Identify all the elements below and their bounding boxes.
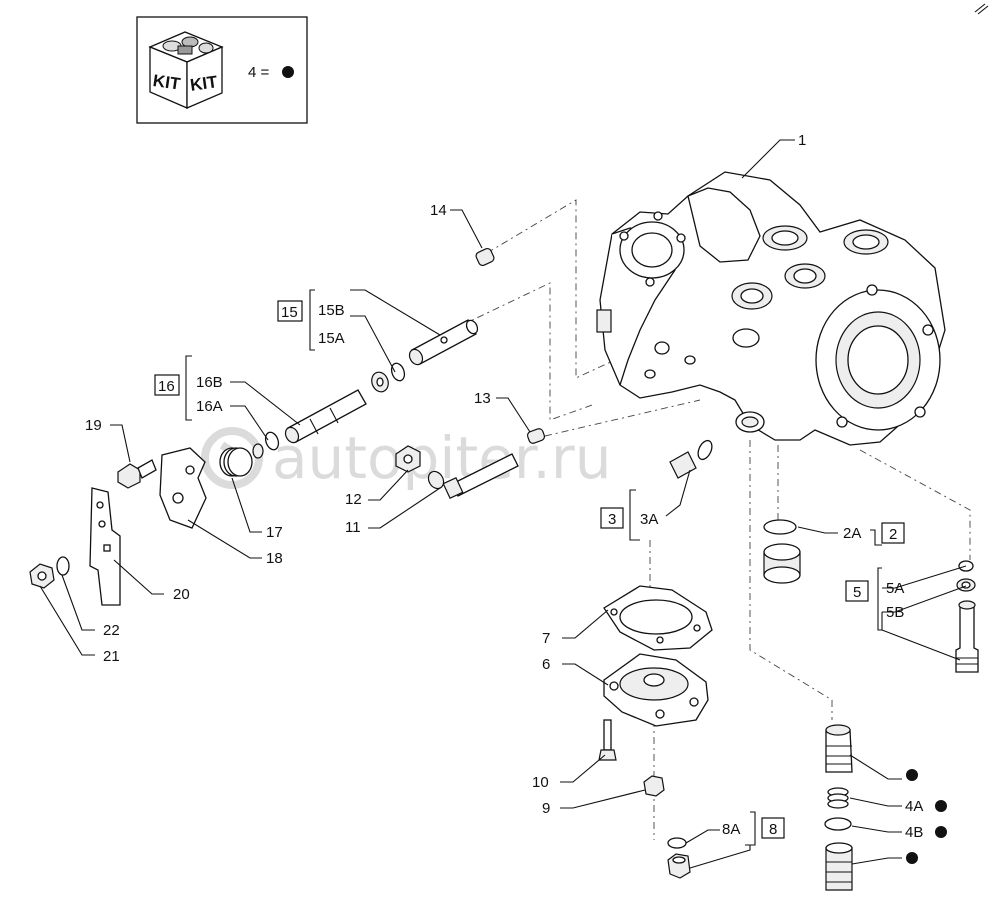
group-box-16 [154,374,180,396]
callout-20: 20 [173,586,190,603]
callout-4B: 4B [905,824,923,841]
group-box-5 [845,580,869,602]
callout-18: 18 [266,550,283,567]
part-21-nut [29,563,55,589]
part-5B-washer [956,578,976,592]
part-2A-oring [763,519,797,535]
callout-15A: 15A [318,330,345,347]
part-3A-plug [669,439,713,479]
part-11-shaft [427,453,519,500]
part-4-valve-insert [825,724,853,773]
part-15A-oring [371,362,406,393]
group-brackets [185,289,882,846]
part-8-plug [667,853,691,879]
kit-legend-text: 4 = [248,64,270,81]
callout-5A: 5A [886,580,904,597]
part-5-plunger [955,600,979,673]
callout-11: 11 [345,519,361,536]
callout-8A: 8A [722,821,740,838]
callout-5B: 5B [886,604,904,621]
callout-8: 8 [769,821,777,838]
callout-2A: 2A [843,525,861,542]
callout-3: 3 [608,511,616,528]
kit-word-left: KIT [152,71,182,94]
part-16A-oring [252,431,280,459]
part-18-lever [159,447,207,529]
callout-15: 15 [281,304,298,321]
part-20-plate [89,487,121,606]
corner-mark [974,3,989,15]
callout-6: 6 [542,656,550,673]
callout-19: 19 [85,417,102,434]
callout-9: 9 [542,800,550,817]
part-8A-oring [667,837,687,849]
part-19-bolt [117,459,157,489]
part-9-nut [643,775,665,797]
part-13-sleeve [526,428,546,444]
part-16B-spool [284,389,367,444]
callout-22: 22 [103,622,120,639]
callout-7: 7 [542,630,550,647]
kit-box-icon: KIT KIT [148,31,224,109]
kit-bullet-4B [935,826,947,838]
part-12-nut [395,445,421,473]
assembly-centerlines [461,199,971,840]
callout-1: 1 [798,132,806,149]
kit-bullet-4-body [906,852,918,864]
callout-labels: 1 14 15 15B 15A 16 16B 16A 13 19 12 11 1… [85,132,947,864]
callout-15B: 15B [318,302,345,319]
group-box-15 [277,300,303,322]
group-box-3 [600,507,624,529]
callout-13: 13 [474,390,491,407]
callout-3A: 3A [640,511,658,528]
part-4A-spring [827,787,849,809]
leader-lines [39,139,967,869]
part-22-washer [56,556,70,576]
part-7-gasket [603,585,713,651]
callout-14: 14 [430,202,447,219]
part-15B-spool [408,319,479,366]
part-4B-oring [824,817,852,831]
kit-bullet-4A [935,800,947,812]
part-17-spring [219,447,253,477]
callout-12: 12 [345,491,362,508]
kit-word-right: KIT [189,72,219,95]
group-box-8 [761,817,785,839]
part-4-valve-body [825,842,853,891]
callout-17: 17 [266,524,283,541]
callout-21: 21 [103,648,120,665]
callout-16B: 16B [196,374,223,391]
callout-5: 5 [853,584,861,601]
part-10-bolt [598,719,617,761]
part-14-plug [475,247,495,267]
callout-16A: 16A [196,398,223,415]
group-box-2 [881,522,905,544]
part-1-pump-housing [596,171,946,446]
callout-16: 16 [158,378,175,395]
part-2-plug [763,543,801,584]
part-6-cover [603,653,709,727]
kit-bullet-icon [282,66,294,78]
kit-bullet-4 [906,769,918,781]
callout-10: 10 [532,774,549,791]
callout-2: 2 [889,526,897,543]
kit-legend: KIT KIT 4 = [136,16,308,124]
callout-4A: 4A [905,798,923,815]
